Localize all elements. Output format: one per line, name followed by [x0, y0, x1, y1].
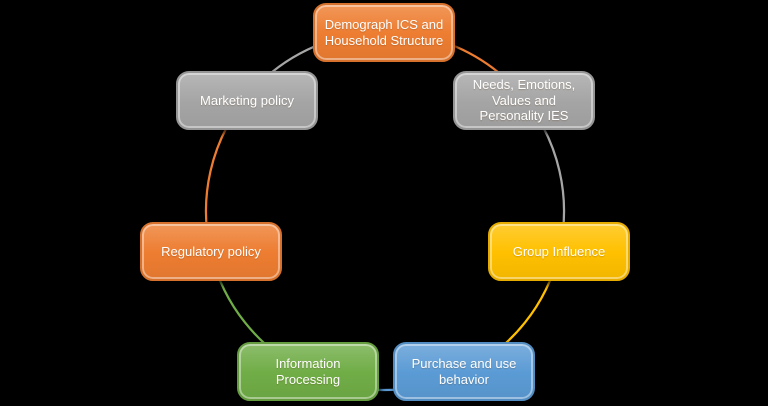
node-label: Information Processing	[275, 355, 341, 387]
node-marketing-policy[interactable]: Marketing policy	[176, 71, 318, 130]
node-label: Group Influence	[512, 243, 606, 259]
node-group-influence[interactable]: Group Influence	[488, 222, 630, 281]
node-label: Needs, Emotions, Values and Personality …	[472, 76, 576, 124]
node-information-processing[interactable]: Information Processing	[237, 342, 379, 401]
node-label: Regulatory policy	[161, 243, 261, 259]
node-demographics-household-structure[interactable]: Demograph ICS and Household Structure	[313, 3, 455, 62]
node-label: Marketing policy	[200, 92, 294, 108]
node-needs-emotions-values-personality[interactable]: Needs, Emotions, Values and Personality …	[453, 71, 595, 130]
node-label: Purchase and use behavior	[411, 355, 517, 387]
node-purchase-and-use-behavior[interactable]: Purchase and use behavior	[393, 342, 535, 401]
node-label: Demograph ICS and Household Structure	[324, 16, 444, 48]
node-regulatory-policy[interactable]: Regulatory policy	[140, 222, 282, 281]
